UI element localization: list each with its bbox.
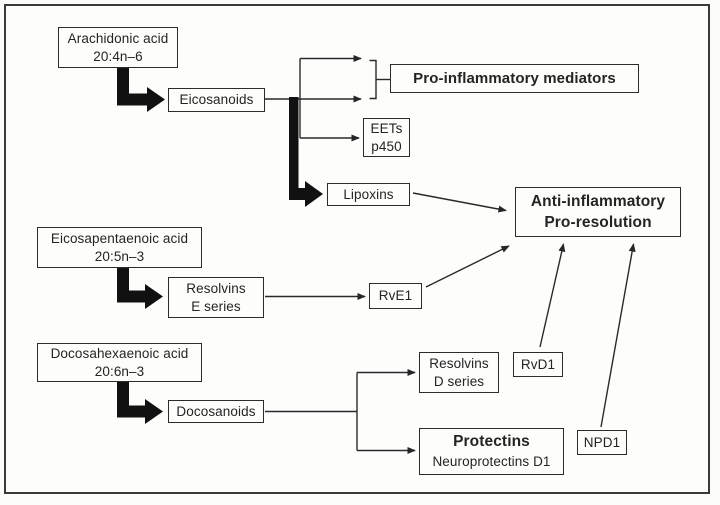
node-label: Eicosanoids — [179, 92, 254, 107]
node-label: Resolvins — [186, 280, 246, 296]
node-eets-p450: EETs p450 — [363, 118, 410, 157]
node-protectins-neuroprotectins-d1: Protectins Neuroprotectins D1 — [419, 428, 564, 475]
node-eicosapentaenoic-acid: Eicosapentaenoic acid 20:5n–3 — [37, 227, 202, 268]
node-sublabel: 20:5n–3 — [94, 248, 145, 264]
arrow-lipoxins-to-anti — [412, 192, 507, 213]
node-label: Eicosapentaenoic acid — [50, 230, 189, 246]
node-label: Anti-inflammatory — [530, 193, 666, 210]
node-label: NPD1 — [583, 434, 621, 450]
node-anti-inflammatory-pro-resolution: Anti-inflammatory Pro-resolution — [515, 187, 681, 237]
node-npd1: NPD1 — [577, 430, 627, 455]
node-label: Pro-inflammatory mediators — [413, 69, 616, 87]
arrow-rvd1-to-anti — [539, 243, 566, 348]
node-label: Resolvins — [429, 355, 489, 371]
node-label: RvD1 — [520, 356, 556, 372]
node-pro-inflammatory-mediators: Pro-inflammatory mediators — [390, 64, 639, 93]
node-arachidonic-acid: Arachidonic acid 20:4n–6 — [58, 27, 178, 68]
thick-arrow-eicosanoids-to-lipoxins — [289, 97, 323, 207]
node-label: Arachidonic acid — [67, 30, 169, 46]
node-label: RvE1 — [378, 288, 413, 303]
node-resolvins-e-series: Resolvins E series — [168, 277, 264, 318]
node-sublabel: E series — [191, 298, 241, 314]
node-resolvins-d-series: Resolvins D series — [419, 352, 499, 393]
thick-arrow-epa-to-resolvinsE — [117, 267, 163, 309]
node-lipoxins: Lipoxins — [327, 183, 410, 206]
node-sublabel: 20:6n–3 — [94, 363, 145, 379]
node-label: Lipoxins — [343, 186, 394, 202]
node-sublabel: D series — [433, 373, 485, 389]
bracket-pro-inflammatory — [369, 59, 377, 100]
node-sublabel: Pro-resolution — [544, 214, 652, 231]
node-eicosanoids: Eicosanoids — [168, 88, 265, 112]
thick-arrow-dha-to-docosanoids — [117, 381, 163, 424]
node-rvd1: RvD1 — [513, 352, 563, 377]
node-docosanoids: Docosanoids — [168, 400, 264, 423]
node-label: EETs — [370, 120, 403, 136]
thick-arrow-arachidonic-to-eicosanoids — [117, 67, 165, 112]
arrow-rve1-to-anti — [425, 245, 510, 288]
node-docosahexaenoic-acid: Docosahexaenoic acid 20:6n–3 — [37, 343, 202, 382]
node-label: Docosahexaenoic acid — [50, 345, 189, 361]
node-sublabel: 20:4n–6 — [93, 48, 143, 64]
node-sublabel: p450 — [371, 138, 402, 154]
arrow-npd1-to-anti — [600, 243, 636, 428]
node-label: Docosanoids — [176, 403, 256, 419]
node-sublabel: Neuroprotectins D1 — [432, 453, 551, 469]
node-rve1: RvE1 — [369, 283, 422, 309]
node-label: Protectins — [453, 432, 530, 450]
